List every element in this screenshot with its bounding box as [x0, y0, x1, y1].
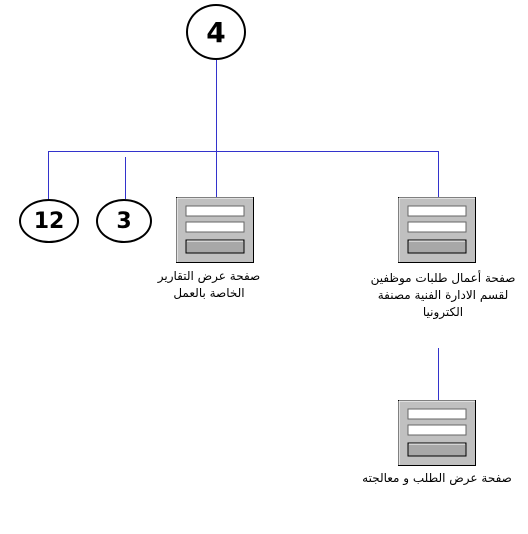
node-3-label: 3 — [116, 208, 132, 234]
node-3[interactable]: 3 — [96, 199, 152, 243]
request-view-page-icon[interactable] — [398, 400, 476, 466]
node-4-label: 4 — [206, 15, 226, 49]
connector-to-reports-page — [216, 151, 217, 197]
reports-page-label: صفحة عرض التقارير الخاصة بالعمل — [157, 269, 261, 300]
requests-page-label: صفحة أعمال طلبات موظفين لقسم الادارة الف… — [370, 271, 516, 319]
requests-page-icon[interactable] — [398, 197, 476, 263]
node-4[interactable]: 4 — [186, 4, 246, 60]
reports-page-icon[interactable] — [176, 197, 254, 263]
node-12-label: 12 — [33, 208, 65, 234]
request-view-page-label: صفحة عرض الطلب و معالجته — [362, 471, 512, 485]
node-12[interactable]: 12 — [19, 199, 79, 243]
connector-horizontal-bus — [48, 151, 438, 152]
connector-requests-to-request-view — [438, 348, 439, 400]
connector-to-requests-page — [438, 151, 439, 197]
connector-to-node-12 — [48, 151, 49, 201]
connector-to-node-3 — [125, 157, 126, 199]
connector-top-trunk — [216, 60, 217, 152]
